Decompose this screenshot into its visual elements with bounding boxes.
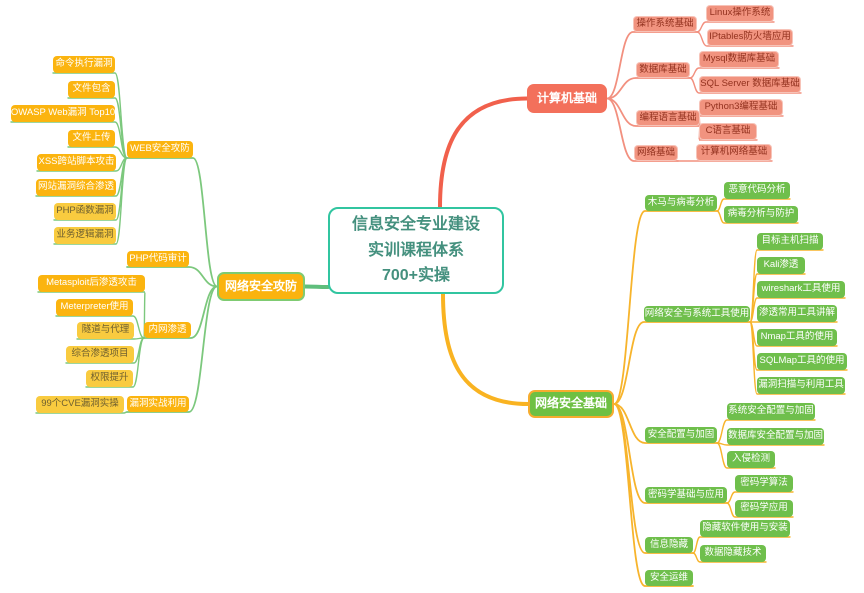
mindmap-node-c-lang[interactable]: C语言基础 (699, 123, 757, 140)
mindmap-node-db-security-hardening[interactable]: 数据库安全配置与加固 (727, 428, 824, 445)
edge-virus-analysis-protection (716, 210, 799, 224)
mindmap-node-trojan-virus-analysis[interactable]: 木马与病毒分析 (645, 195, 717, 211)
mindmap-node-security-config-hardening[interactable]: 安全配置与加固 (645, 427, 717, 443)
edge-trojan-virus-analysis (613, 210, 718, 405)
mindmap-node-wireshark[interactable]: wireshark工具使用 (757, 281, 845, 298)
mindmap-node-prog-lang-basics[interactable]: 编程语言基础 (636, 110, 700, 126)
edge-netsec-attack-defense (303, 284, 330, 289)
mindmap-node-php-func-vuln[interactable]: PHP函数漏洞 (54, 203, 116, 220)
mindmap-node-cve-99[interactable]: 99个CVE漏洞实操 (36, 396, 124, 413)
edge-owasp-top10 (10, 121, 128, 159)
mindmap-node-owasp-top10[interactable]: OWASP Web漏洞 Top10 (11, 105, 115, 122)
edge-hiding-software (692, 536, 791, 554)
edge-data-hiding (692, 552, 767, 563)
mindmap-node-netsec-system-tools[interactable]: 网络安全与系统工具使用 (644, 306, 750, 322)
edge-iptables-firewall (696, 31, 794, 47)
mindmap-node-kali-pentest[interactable]: Kali渗透 (757, 257, 805, 274)
mindmap-node-netsec-basics[interactable]: 网络安全基础 (528, 390, 614, 418)
mindmap-node-hiding-software[interactable]: 隐藏软件使用与安装 (700, 520, 790, 537)
mindmap-node-nmap[interactable]: Nmap工具的使用 (757, 329, 837, 346)
edge-db-basics (606, 77, 691, 100)
mindmap-node-vuln-practice[interactable]: 漏洞实战利用 (127, 396, 189, 412)
mindmap-node-sqlserver-db[interactable]: SQL Server 数据库基础 (699, 76, 801, 93)
mindmap-node-info-hiding[interactable]: 信息隐藏 (645, 537, 693, 553)
edge-vuln-practice (126, 285, 218, 413)
mindmap-node-crypto-applications[interactable]: 密码学应用 (735, 500, 793, 517)
mindmap-node-crypto-algorithms[interactable]: 密码学算法 (735, 475, 793, 492)
mindmap-node-virus-analysis-protection[interactable]: 病毒分析与防护 (724, 206, 798, 223)
mindmap-node-computer-network[interactable]: 计算机网络基础 (696, 144, 772, 161)
mindmap-node-mysql-db[interactable]: Mysql数据库基础 (699, 51, 779, 68)
mindmap-node-python3[interactable]: Python3编程基础 (699, 99, 783, 116)
mindmap-node-tunnel-proxy[interactable]: 隧道与代理 (77, 322, 134, 339)
mindmap-node-comprehensive-pentest[interactable]: 综合渗透项目 (66, 346, 134, 363)
edge-netsec-system-tools (613, 321, 751, 405)
edge-intranet-pentest (143, 285, 218, 339)
mindmap-node-data-hiding[interactable]: 数据隐藏技术 (700, 545, 766, 562)
mindmap-node-meterpreter[interactable]: Meterpreter使用 (56, 299, 133, 316)
mindmap-node-vuln-scan-tools[interactable]: 漏洞扫描与利用工具 (757, 377, 845, 394)
mindmap-node-pentest-common-tools[interactable]: 渗透常用工具讲解 (757, 305, 837, 322)
mindmap-node-web-vuln-pentest[interactable]: 网站漏洞综合渗透 (36, 179, 116, 196)
mindmap-node-os-basics[interactable]: 操作系统基础 (633, 16, 697, 32)
edge-network-basics (606, 97, 679, 162)
mindmap-node-linux-os[interactable]: Linux操作系统 (706, 5, 774, 22)
edge-system-security-hardening (716, 419, 816, 444)
mindmap-node-db-basics[interactable]: 数据库基础 (636, 62, 690, 78)
edge-php-code-audit (126, 266, 218, 288)
edge-netsec-basics (441, 292, 530, 406)
mindmap-node-web-attack[interactable]: WEB安全攻防 (127, 141, 193, 158)
edge-intrusion-detection (716, 442, 776, 469)
mindmap-node-security-ops[interactable]: 安全运维 (645, 570, 693, 586)
edge-file-upload (67, 146, 128, 159)
mindmap-node-iptables-firewall[interactable]: IPtables防火墙应用 (707, 29, 793, 46)
edge-meterpreter (55, 315, 145, 339)
mindmap-node-network-basics[interactable]: 网络基础 (634, 145, 678, 161)
edge-business-logic-vuln (53, 157, 128, 245)
mindmap-node-intrusion-detection[interactable]: 入侵检测 (727, 451, 775, 468)
edge-computer-basics (438, 96, 529, 209)
edge-crypto-algorithms (726, 491, 794, 504)
mindmap-node-center[interactable]: 信息安全专业建设 实训课程体系 700+实操 (328, 207, 504, 294)
mindmap-node-target-host-scan[interactable]: 目标主机扫描 (757, 233, 823, 250)
edge-sqlserver-db (689, 77, 802, 94)
mindmap-node-file-upload[interactable]: 文件上传 (68, 130, 115, 147)
mindmap-node-cmd-exec[interactable]: 命令执行漏洞 (53, 56, 115, 73)
mindmap-node-metasploit-post[interactable]: Metasploit后渗透攻击 (38, 275, 145, 292)
edge-cve-99 (35, 411, 128, 414)
mindmap-node-system-security-hardening[interactable]: 系统安全配置与加固 (727, 403, 815, 420)
edge-wireshark (749, 297, 846, 323)
mindmap-node-computer-basics[interactable]: 计算机基础 (527, 84, 607, 113)
edge-security-config-hardening (613, 403, 718, 444)
mindmap-node-sqlmap[interactable]: SQLMap工具的使用 (757, 353, 847, 370)
edge-security-ops (613, 403, 694, 587)
edge-web-attack (126, 157, 218, 288)
mindmap-node-malicious-code-analysis[interactable]: 恶意代码分析 (724, 182, 790, 199)
edge-crypto-applications (726, 502, 794, 518)
mindmap-node-xss[interactable]: XSS跨站脚本攻击 (37, 154, 116, 171)
mindmap-node-business-logic-vuln[interactable]: 业务逻辑漏洞 (54, 227, 116, 244)
mindmap-node-netsec-attack-defense[interactable]: 网络安全攻防 (217, 272, 305, 301)
mindmap-node-privilege-escalation[interactable]: 权限提升 (86, 370, 133, 387)
mindmap-node-file-include[interactable]: 文件包含 (68, 81, 115, 98)
edge-vuln-scan-tools (749, 321, 846, 395)
edge-mysql-db (689, 67, 780, 79)
edge-privilege-escalation (85, 337, 145, 388)
mindmap-node-cryptography-basics[interactable]: 密码学基础与应用 (645, 487, 727, 503)
mindmap-node-intranet-pentest[interactable]: 内网渗透 (144, 322, 191, 338)
mindmap-node-php-code-audit[interactable]: PHP代码审计 (127, 251, 189, 267)
edge-malicious-code-analysis (716, 198, 791, 212)
edge-os-basics (606, 31, 698, 100)
